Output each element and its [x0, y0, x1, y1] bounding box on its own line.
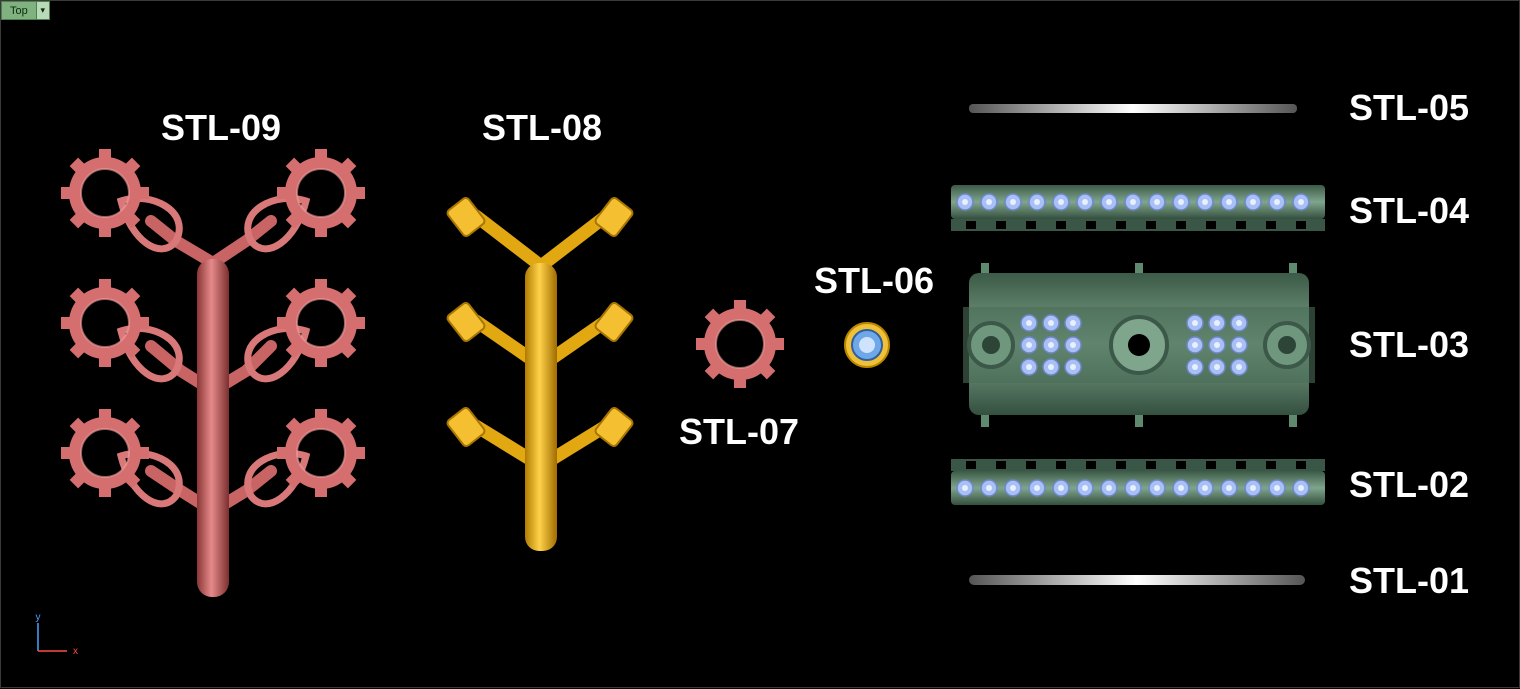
- stl-01-model[interactable]: [969, 575, 1305, 585]
- stl-09-model[interactable]: [61, 149, 365, 597]
- label-stl-09: STL-09: [161, 107, 281, 148]
- viewport-name[interactable]: Top: [1, 1, 37, 20]
- label-stl-07: STL-07: [679, 411, 799, 452]
- viewport-dropdown-icon[interactable]: ▾: [36, 1, 50, 20]
- stl-07-model[interactable]: [696, 300, 784, 388]
- stl-02-model[interactable]: [951, 459, 1325, 505]
- axis-x-label: x: [73, 646, 78, 657]
- axis-y-label: y: [36, 612, 41, 623]
- label-stl-05: STL-05: [1349, 87, 1469, 128]
- stl-06-model[interactable]: [844, 322, 890, 368]
- stl-05-model[interactable]: [969, 104, 1297, 113]
- label-stl-08: STL-08: [482, 107, 602, 148]
- stl-08-model[interactable]: [446, 196, 634, 551]
- label-stl-01: STL-01: [1349, 560, 1469, 601]
- label-stl-06: STL-06: [814, 260, 934, 301]
- label-stl-03: STL-03: [1349, 324, 1469, 365]
- axis-triad-icon: y x: [36, 612, 79, 657]
- stl-03-model[interactable]: [963, 263, 1315, 427]
- stl-04-model[interactable]: [951, 185, 1325, 231]
- viewport-tab[interactable]: Top ▾: [1, 1, 50, 20]
- label-stl-04: STL-04: [1349, 190, 1469, 231]
- label-stl-02: STL-02: [1349, 464, 1469, 505]
